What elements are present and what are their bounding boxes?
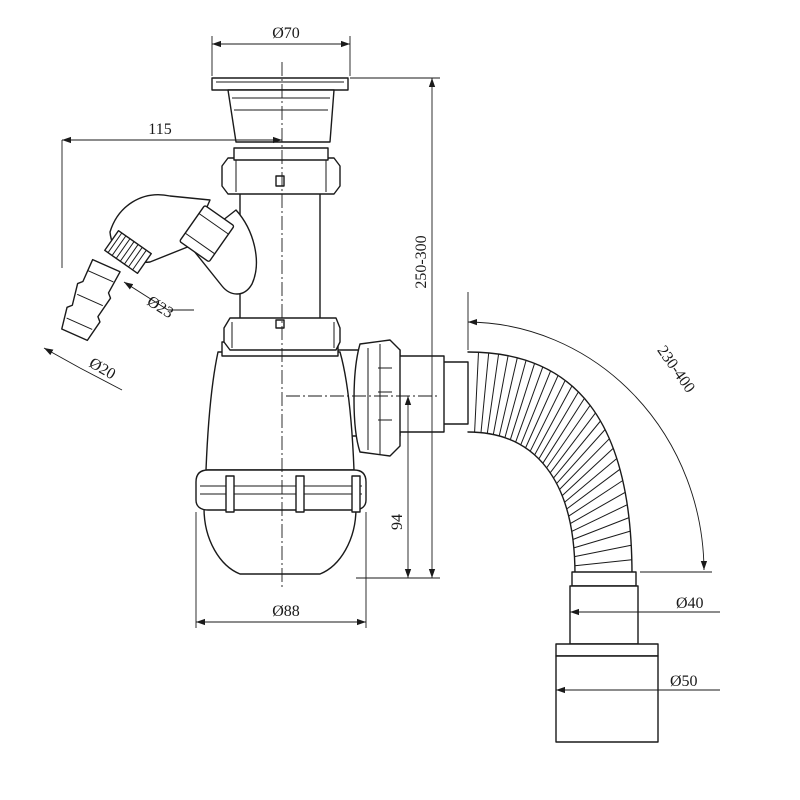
upper-union-nut: [221, 147, 341, 195]
hose-rib: [486, 354, 500, 434]
strainer-top: [211, 77, 349, 143]
label-body-diameter: Ø88: [272, 603, 300, 620]
hose-rib: [553, 420, 601, 479]
hose-rib: [556, 429, 606, 484]
hose-rib: [529, 380, 566, 452]
hose-rib: [559, 438, 610, 490]
hose-rib: [549, 412, 596, 474]
hose-rib: [546, 405, 591, 469]
hose-rib: [525, 375, 559, 449]
label-total-height: 250-300: [413, 235, 430, 288]
hose-rib: [572, 517, 630, 540]
outlet-pipe-40: [569, 571, 639, 645]
label-outlet-diameter: Ø50: [670, 673, 698, 690]
hose-rib: [538, 391, 579, 460]
outlet-pipe-50: [555, 643, 659, 743]
dimension-outlet-height: 94: [389, 396, 412, 578]
label-inlet-diameter: Ø20: [86, 355, 118, 384]
label-overflow-reach: 115: [148, 121, 171, 138]
bottom-cleanout-cap: [195, 469, 367, 575]
dimension-hose-diameter: Ø40: [570, 595, 720, 616]
side-outlet-fitting: [337, 339, 445, 457]
overflow-branch: [61, 194, 258, 342]
hose-rib: [566, 468, 621, 510]
hose-end-sleeve: [441, 361, 469, 425]
label-top-diameter: Ø70: [272, 25, 300, 42]
dimension-hose-length: 230-400: [467, 292, 712, 573]
dimension-top-diameter: Ø70: [211, 25, 351, 76]
dimension-outlet-diameter: Ø50: [556, 673, 720, 694]
hose-rib: [474, 352, 479, 433]
hose-rib: [573, 530, 631, 549]
dimension-total-height: 250-300: [350, 77, 440, 579]
dimension-inlet-diameter: Ø20: [43, 347, 123, 391]
hose-rib: [561, 447, 614, 497]
corrugated-hose: [441, 351, 633, 576]
hose-rib: [574, 559, 632, 567]
label-hose-diameter: Ø40: [676, 595, 704, 612]
hose-ribs: [474, 352, 632, 567]
hose-rib: [492, 355, 509, 435]
center-lines: [281, 62, 440, 590]
hose-rib: [542, 398, 585, 464]
dimension-overflow-diameter: Ø23: [123, 281, 194, 322]
hose-rib: [564, 458, 618, 503]
label-outlet-height: 94: [389, 514, 406, 530]
hose-rib: [574, 544, 632, 558]
bottle-body: [205, 341, 355, 471]
label-hose-length: 230-400: [653, 343, 698, 396]
dimension-body-diameter: Ø88: [195, 512, 367, 628]
hose-rib: [515, 366, 544, 443]
dimension-overflow-reach: 115: [61, 121, 282, 268]
hose-rib: [480, 352, 490, 433]
